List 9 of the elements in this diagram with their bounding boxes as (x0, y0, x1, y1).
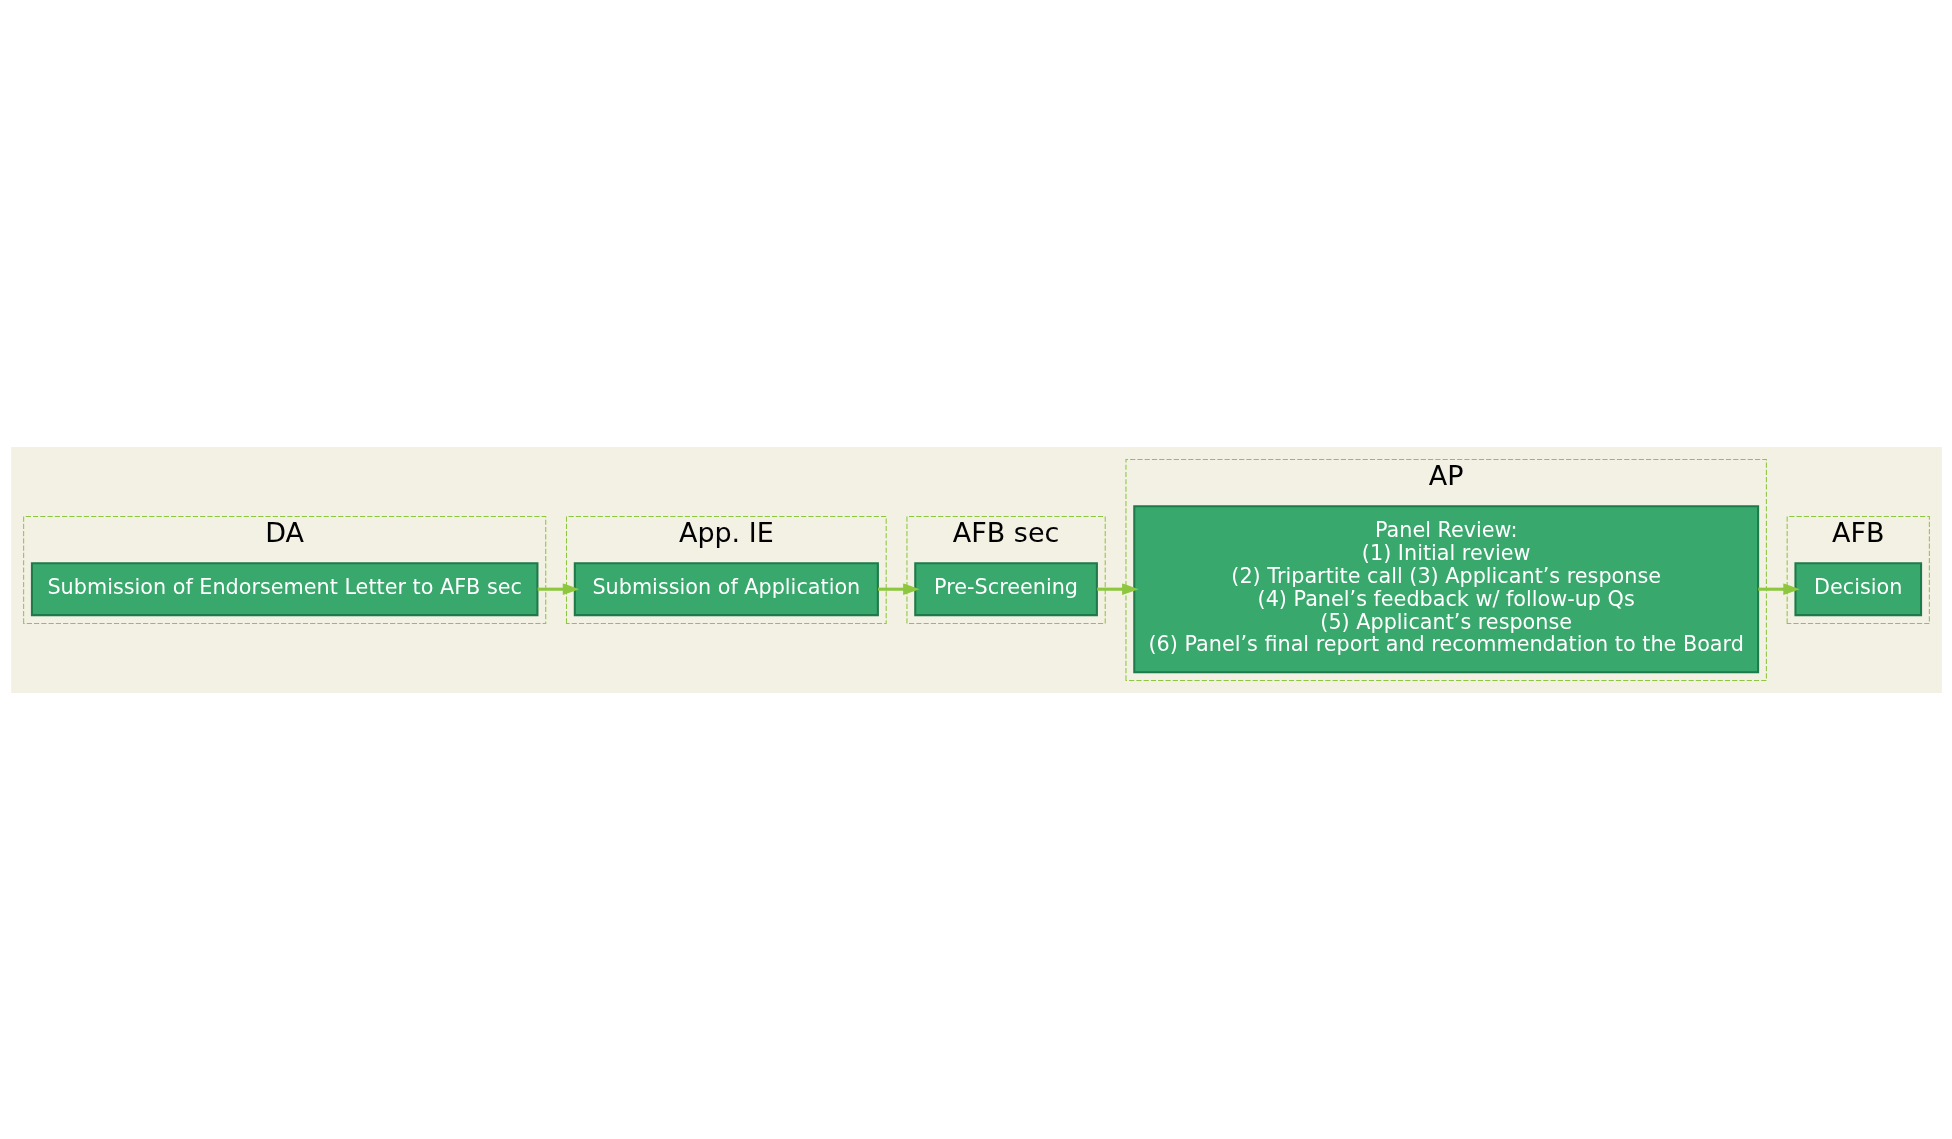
arrow (1096, 582, 1139, 595)
node-box: Panel Review: (1) Initial review (2) Tripartite call (3) Applicant’s response (4) Panel’s feedback w/ follow-up Qs (5) Applicant’s response (6) Panel’s final report and recommendation to the Board (1132, 504, 1759, 673)
node-box: Submission of Endorsement Letter to AFB sec (30, 561, 538, 616)
arrow (877, 582, 920, 595)
arrow (1757, 582, 1800, 595)
node-box: Pre-Screening (913, 561, 1098, 616)
node-box: Submission of Application (573, 561, 879, 616)
arrow (537, 582, 579, 595)
node-box: Decision (1793, 561, 1922, 616)
